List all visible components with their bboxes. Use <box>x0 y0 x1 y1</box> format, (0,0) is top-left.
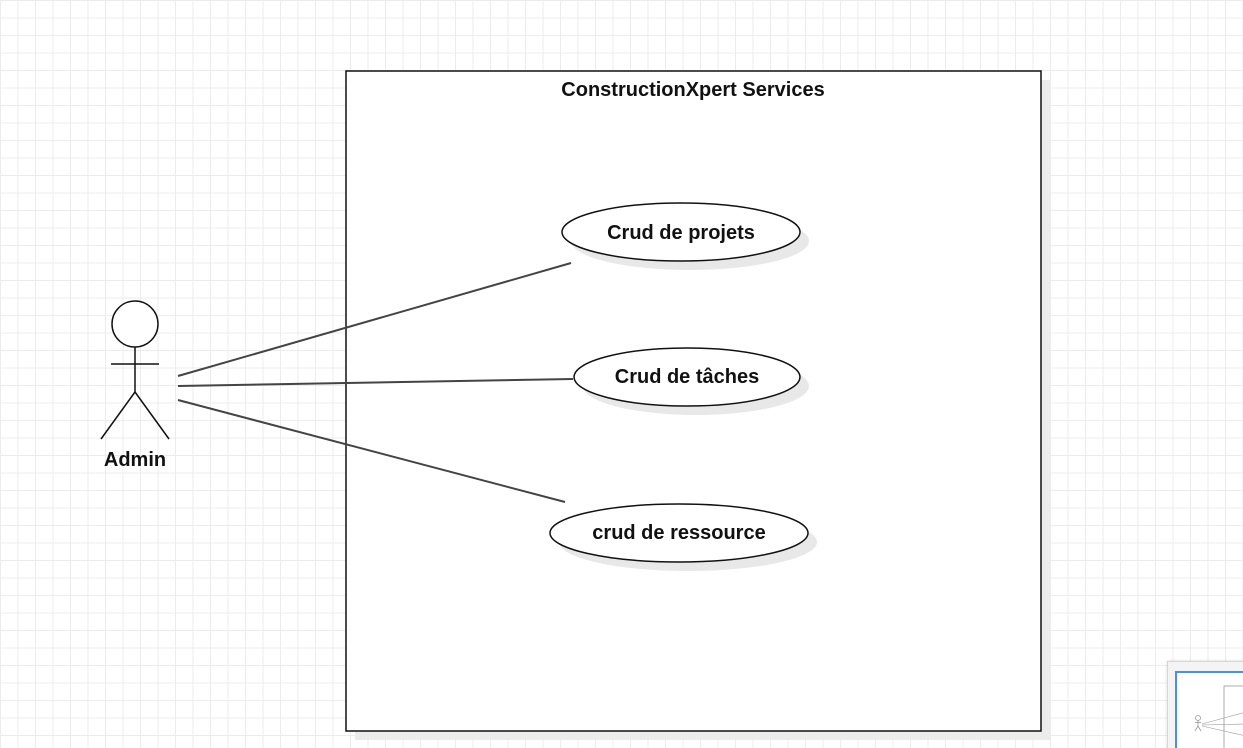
actor-head-icon <box>111 300 159 348</box>
association-ressource[interactable] <box>177 399 566 503</box>
minimap-viewport[interactable] <box>1175 671 1243 748</box>
association-projets[interactable] <box>177 262 572 377</box>
minimap-panel[interactable] <box>1167 661 1243 748</box>
use-case-label: crud de ressource <box>592 522 765 544</box>
system-boundary-title: ConstructionXpert Services <box>561 79 824 101</box>
actor-admin[interactable]: Admin <box>100 300 170 471</box>
actor-label: Admin <box>104 449 166 471</box>
minimap-preview <box>1194 685 1243 748</box>
use-case-crud-ressource[interactable]: crud de ressource <box>549 503 817 571</box>
use-case-crud-projets[interactable]: Crud de projets <box>561 202 809 270</box>
actor-left-leg <box>100 391 136 440</box>
actor-right-leg <box>134 391 170 440</box>
use-case-label: Crud de projets <box>607 222 755 244</box>
use-case-ellipse <box>573 347 801 407</box>
use-case-crud-taches[interactable]: Crud de tâches <box>573 347 809 415</box>
use-case-ellipse <box>561 202 801 262</box>
use-case-label: Crud de tâches <box>615 366 759 388</box>
use-case-ellipse <box>549 503 809 563</box>
association-taches[interactable] <box>177 378 574 387</box>
